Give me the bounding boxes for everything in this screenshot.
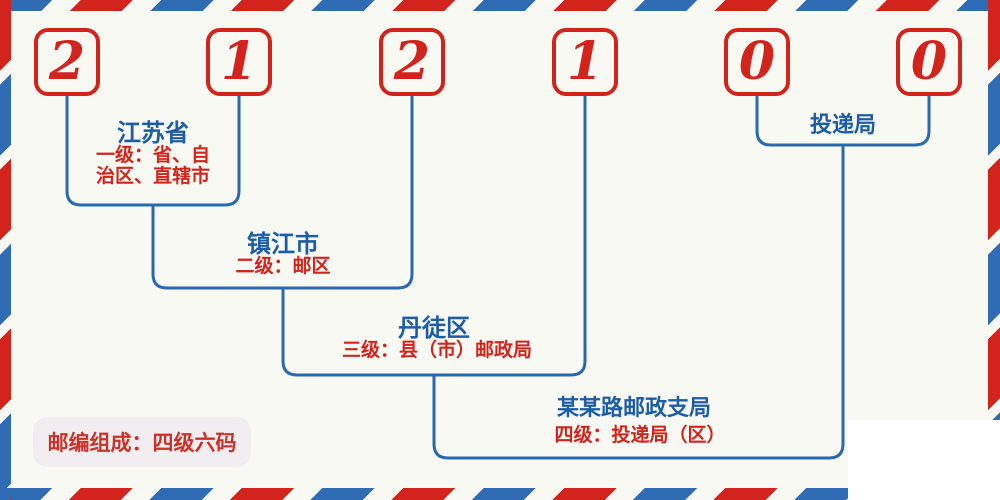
bracket-delivery-office (755, 96, 931, 147)
level1-desc-line1: 一级：省、自 (95, 145, 211, 166)
digit-1: 2 (48, 31, 86, 92)
white-patch (848, 420, 1000, 500)
level1-title: 江苏省 (117, 120, 189, 147)
digit-6: 0 (910, 31, 948, 92)
digit-4: 1 (566, 31, 604, 92)
digit-2: 1 (220, 31, 258, 92)
digit-box-2: 1 (206, 28, 272, 96)
level4-title: 某某路邮政支局 (556, 395, 712, 420)
level3-desc: 三级：县（市）邮政局 (341, 340, 533, 361)
postal-composition-text: 邮编组成：四级六码 (47, 431, 237, 455)
level4-desc: 四级：投递局（区） (554, 425, 726, 446)
level2-desc: 二级：邮区 (235, 256, 331, 277)
digit-5: 0 (738, 31, 776, 92)
postal-composition-badge: 邮编组成：四级六码 (33, 417, 251, 467)
airmail-border-right (988, 0, 1000, 500)
digit-box-4: 1 (552, 28, 618, 96)
bracket-level4 (432, 145, 845, 460)
airmail-border-left (0, 0, 11, 500)
digit-3: 2 (393, 31, 431, 92)
digit-box-1: 2 (34, 28, 100, 96)
level3-title: 丹徒区 (398, 315, 470, 342)
digit-box-5: 0 (724, 28, 790, 96)
digit-box-6: 0 (896, 28, 962, 96)
airmail-border-top (0, 0, 1000, 11)
digit-box-3: 2 (379, 28, 445, 96)
level1-desc-line2: 治区、直辖市 (95, 166, 211, 187)
level1-desc: 一级：省、自 治区、直辖市 (96, 145, 210, 187)
level2-title: 镇江市 (247, 231, 319, 258)
airmail-border-bottom (0, 488, 1000, 500)
delivery-office-label: 投递局 (809, 112, 877, 137)
